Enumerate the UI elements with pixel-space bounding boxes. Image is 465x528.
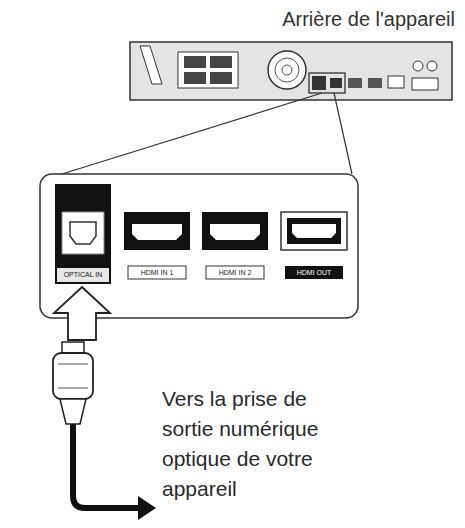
zoom-leader xyxy=(334,93,352,174)
port-label: HDMI OUT xyxy=(281,268,347,278)
hdmi-port xyxy=(202,212,268,279)
port-label: HDMI IN 2 xyxy=(202,268,268,278)
optical-port xyxy=(55,184,111,284)
hdmi-port xyxy=(124,212,190,279)
optical-plug xyxy=(53,342,93,424)
port-label: OPTICAL IN xyxy=(55,270,111,280)
insert-arrow xyxy=(54,287,110,340)
hdmi-port xyxy=(281,212,347,279)
cable-arrowhead xyxy=(138,496,156,520)
device-caption: Arrière de l'appareil xyxy=(282,8,455,31)
device-rear xyxy=(130,42,452,100)
connection-note: Vers la prise de sortie numérique optiqu… xyxy=(162,384,347,504)
optical-cable xyxy=(73,424,140,508)
zoom-leader xyxy=(62,93,322,174)
port-label: HDMI IN 1 xyxy=(124,268,190,278)
